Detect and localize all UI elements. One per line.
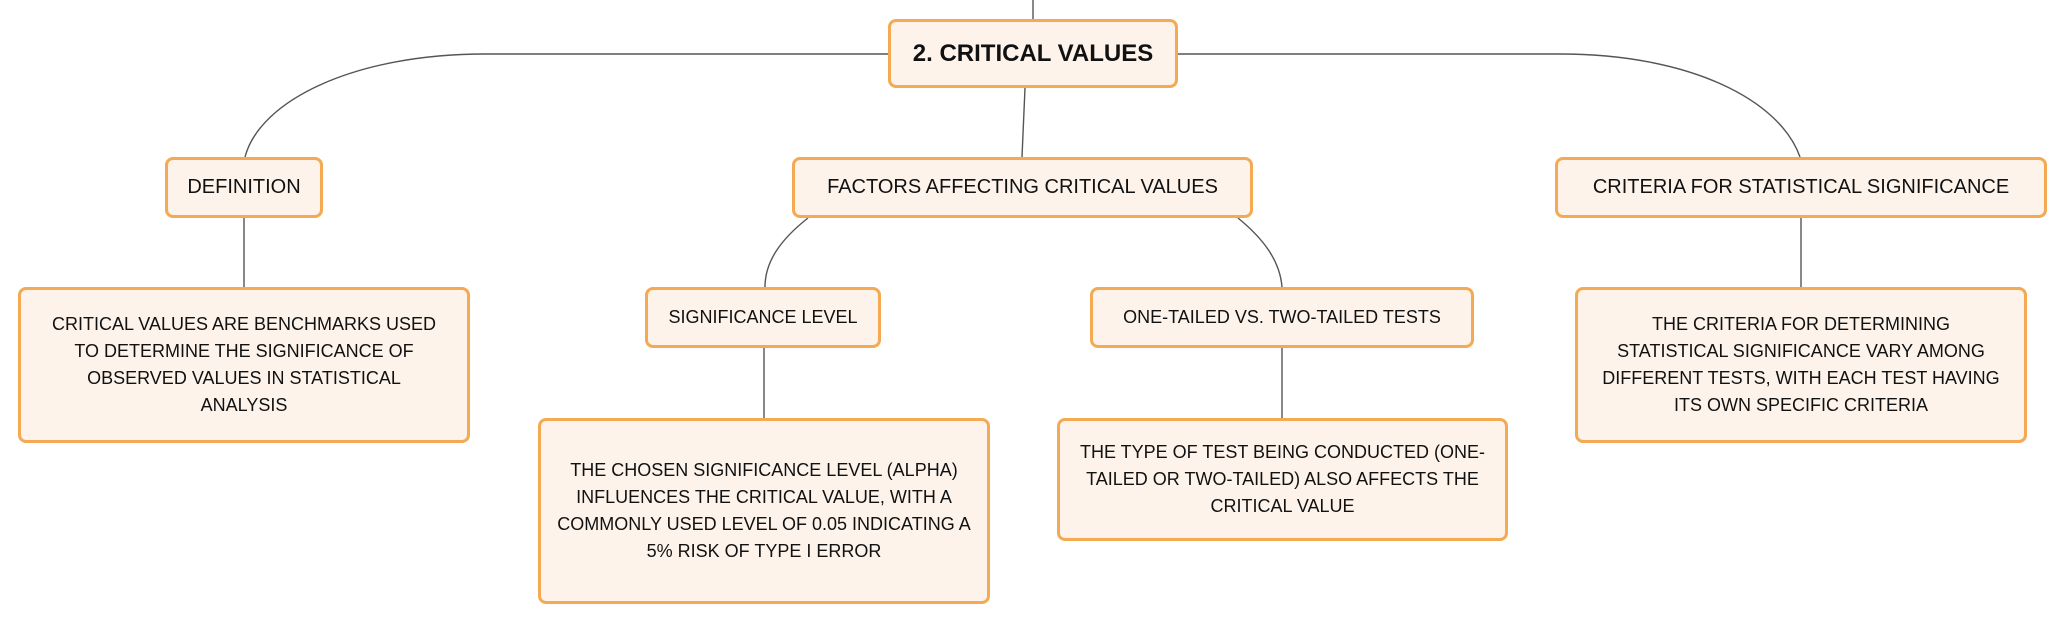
detail-criteria-text: THE CRITERIA FOR DETERMINING STATISTICAL… <box>1602 314 2000 415</box>
subtopic-significance-label: SIGNIFICANCE LEVEL <box>668 307 858 327</box>
subtopic-node-significance-level[interactable]: SIGNIFICANCE LEVEL <box>645 287 881 348</box>
detail-tails-text: THE TYPE OF TEST BEING CONDUCTED (ONE-TA… <box>1079 442 1486 516</box>
root-node-critical-values[interactable]: 2. CRITICAL VALUES <box>888 19 1178 88</box>
topic-criteria-label: CRITERIA FOR STATISTICAL SIGNIFICANCE <box>1592 176 2010 198</box>
connector-root-criteria <box>1178 53 1801 158</box>
connector-root-factors <box>1021 87 1026 158</box>
connector-factors-tails <box>1237 217 1283 288</box>
topic-node-definition[interactable]: DEFINITION <box>165 157 323 218</box>
topic-node-criteria[interactable]: CRITERIA FOR STATISTICAL SIGNIFICANCE <box>1555 157 2047 218</box>
detail-node-significance-level[interactable]: THE CHOSEN SIGNIFICANCE LEVEL (ALPHA) IN… <box>538 418 990 604</box>
topic-node-factors[interactable]: FACTORS AFFECTING CRITICAL VALUES <box>792 157 1253 218</box>
root-node-title: 2. CRITICAL VALUES <box>912 39 1154 67</box>
topic-definition-label: DEFINITION <box>187 176 301 198</box>
subtopic-node-tails[interactable]: ONE-TAILED VS. TWO-TAILED TESTS <box>1090 287 1474 348</box>
detail-definition-text: CRITICAL VALUES ARE BENCHMARKS USED TO D… <box>51 314 437 415</box>
topic-factors-label: FACTORS AFFECTING CRITICAL VALUES <box>827 176 1218 198</box>
connector-factors-significance <box>764 217 809 288</box>
subtopic-tails-label: ONE-TAILED VS. TWO-TAILED TESTS <box>1123 307 1441 327</box>
detail-node-tails[interactable]: THE TYPE OF TEST BEING CONDUCTED (ONE-TA… <box>1057 418 1508 541</box>
connector-root-definition <box>244 53 888 158</box>
detail-node-criteria[interactable]: THE CRITERIA FOR DETERMINING STATISTICAL… <box>1575 287 2027 443</box>
detail-significance-text: THE CHOSEN SIGNIFICANCE LEVEL (ALPHA) IN… <box>557 460 971 561</box>
detail-node-definition[interactable]: CRITICAL VALUES ARE BENCHMARKS USED TO D… <box>18 287 470 443</box>
